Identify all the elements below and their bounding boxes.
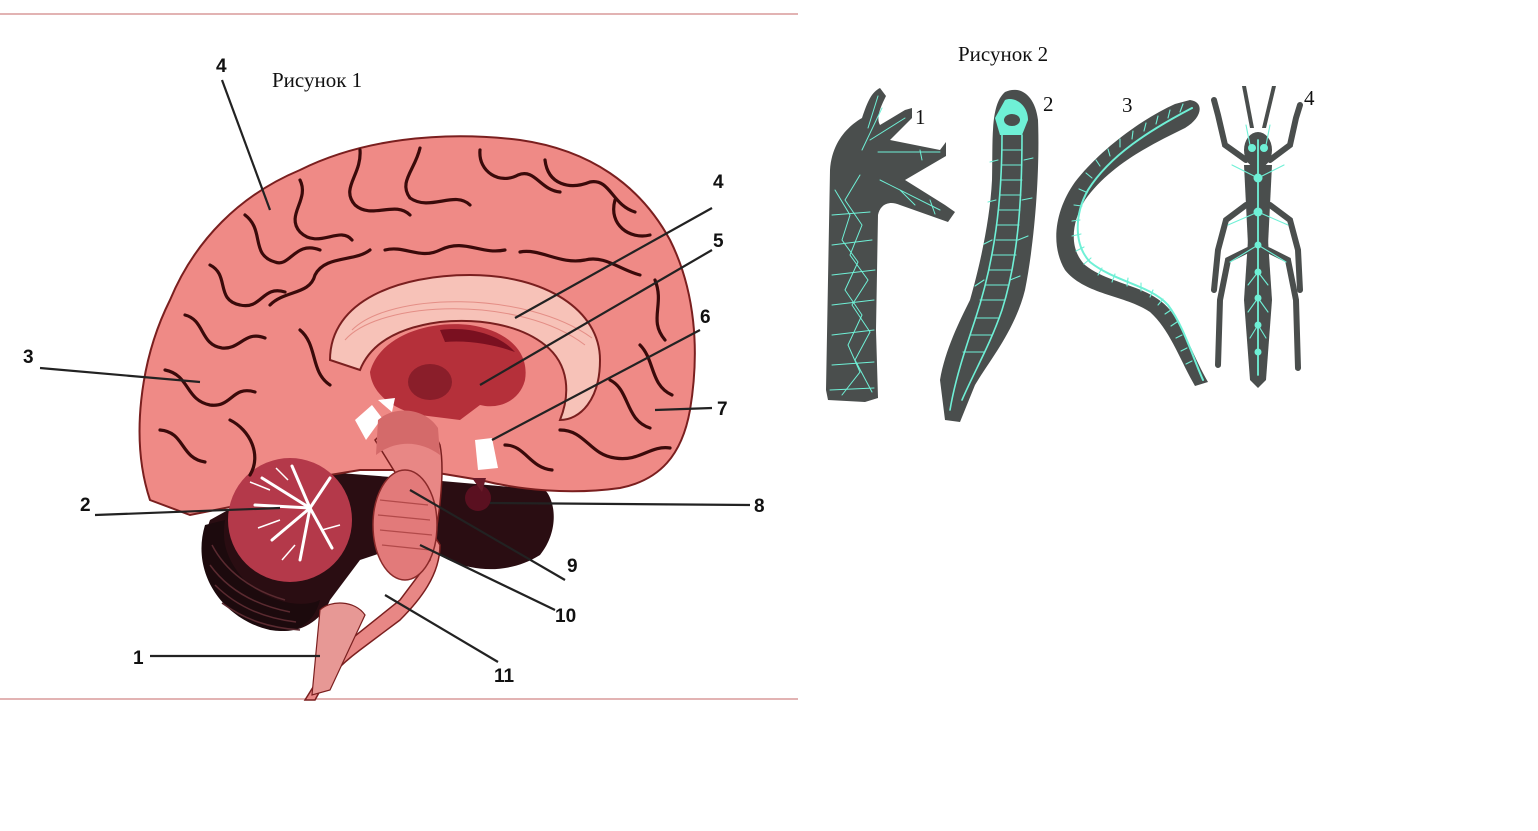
figure2-label: 4 [1304, 86, 1315, 110]
leader-5 [479, 249, 713, 386]
figure1-label: 7 [717, 399, 728, 420]
figure1-title: Рисунок 1 [272, 68, 362, 92]
figure1-label: 6 [700, 307, 711, 328]
figure1-label: 1 [133, 648, 144, 669]
leader-2 [94, 506, 281, 517]
figure1-label: 4 [216, 56, 227, 77]
figure2-title: Рисунок 2 [958, 42, 1048, 66]
leader-3 [39, 366, 201, 384]
leader-11 [384, 594, 499, 663]
figure1-leader-lines [39, 79, 751, 663]
figure1-label: 8 [754, 496, 765, 517]
figure1-label: 10 [555, 606, 576, 627]
leader-4-top [220, 79, 272, 211]
leader-6 [491, 329, 701, 441]
leader-10 [419, 544, 556, 611]
leader-9 [409, 489, 566, 581]
figure2-label: 2 [1043, 92, 1054, 116]
figure1-label: 4 [713, 172, 724, 193]
leader-8 [489, 501, 751, 507]
figure2-label: 1 [915, 105, 926, 129]
hydra-illustration [826, 88, 955, 402]
figure1-label: 9 [567, 556, 578, 577]
planarian-illustration [940, 89, 1039, 422]
leader-4-right [514, 207, 713, 319]
figure1-label: 2 [80, 495, 91, 516]
figure1-label: 3 [23, 347, 34, 368]
figure1-label: 11 [494, 666, 515, 687]
figure2-label: 3 [1122, 93, 1133, 117]
leader-7 [654, 406, 713, 412]
brain-illustration [138, 135, 696, 701]
insect-illustration [1211, 86, 1303, 388]
figure1-label: 5 [713, 231, 724, 252]
earthworm-illustration [1056, 100, 1208, 386]
